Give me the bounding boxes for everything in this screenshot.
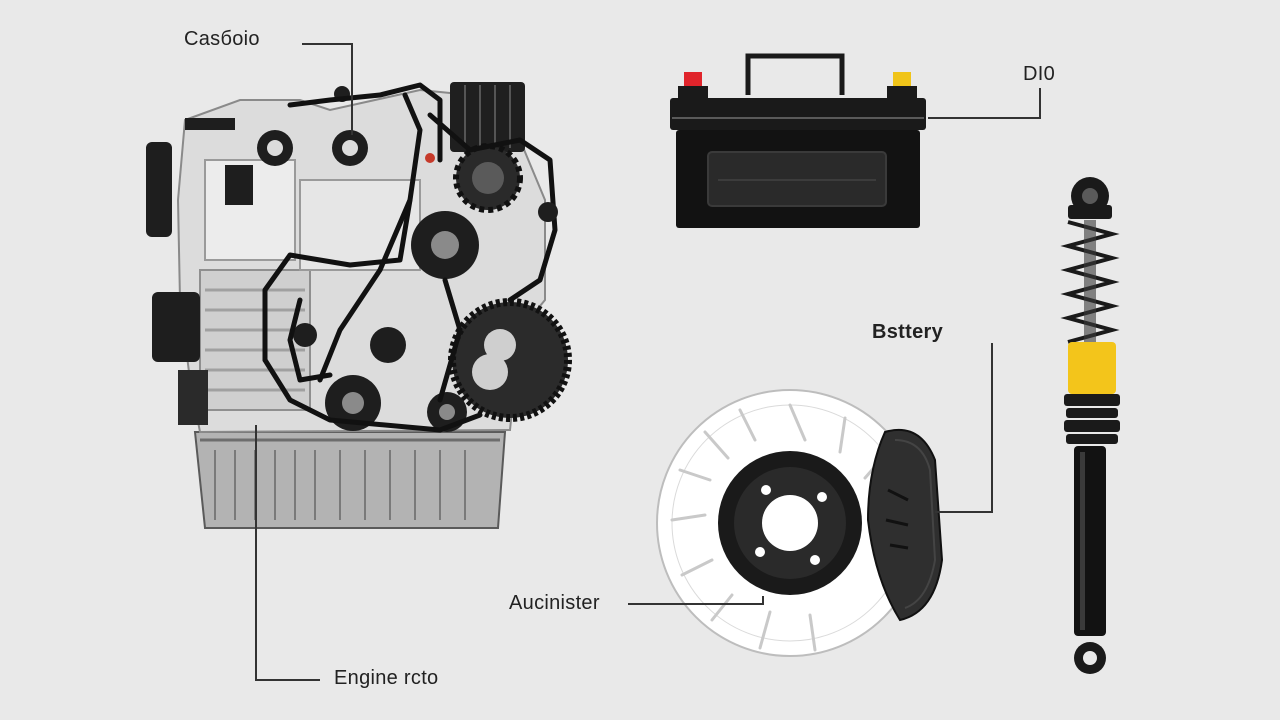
callout-line-dio [928,88,1041,119]
engine-illustration [146,82,572,529]
car-battery-illustration [670,53,926,228]
engine-label: Engine rcto [334,667,439,689]
dio-label: DI0 [1023,63,1056,85]
callout-lines [255,43,1041,681]
brake-disc-illustration [656,389,924,657]
callout-line-carburetor [302,43,353,135]
callout-line-admin [628,596,764,605]
callout-line-battery [935,343,993,513]
brake-pad-illustration [866,428,944,622]
carburetor-label: Cаsбоіо [184,28,260,50]
admin-label: Aucinister [509,592,600,614]
battery-label: Bsttery [872,321,944,343]
callout-line-engine [255,425,320,681]
shock-absorber-illustration [1060,177,1120,674]
